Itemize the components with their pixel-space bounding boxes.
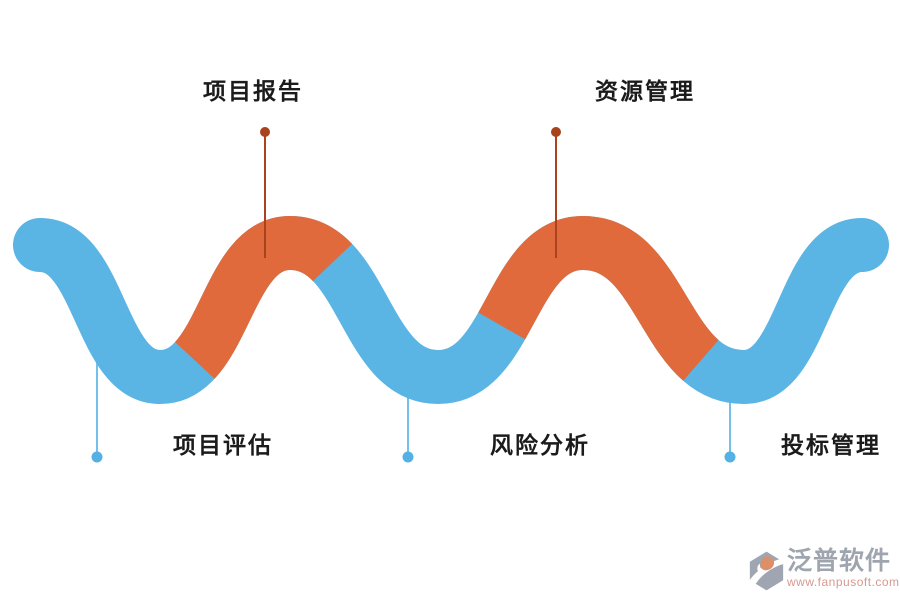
wave-ribbon-blue — [13, 215, 889, 405]
dot-risk-analysis — [402, 451, 414, 463]
top-connector-lines — [264, 132, 557, 258]
label-bid-management: 投标管理 — [781, 432, 881, 458]
label-risk-analysis: 风险分析 — [490, 432, 590, 458]
wave-segment-orange-2 — [478, 215, 720, 381]
dot-resource-management — [551, 127, 561, 137]
dot-project-report — [260, 127, 270, 137]
fanpu-logo-url: www.fanpusoft.com — [787, 575, 900, 589]
label-project-report: 项目报告 — [203, 78, 303, 104]
wave-segment-orange-1 — [174, 215, 353, 379]
label-resource-management: 资源管理 — [595, 78, 695, 104]
fanpu-logo-icon — [748, 551, 785, 591]
dot-project-evaluation — [91, 451, 103, 463]
fanpu-logo-text: 泛普软件 — [787, 547, 892, 575]
label-project-evaluation: 项目评估 — [173, 432, 273, 458]
dot-bid-management — [724, 451, 736, 463]
fanpu-logo: 泛普软件 www.fanpusoft.com — [748, 548, 900, 592]
connector-dots — [91, 127, 736, 463]
